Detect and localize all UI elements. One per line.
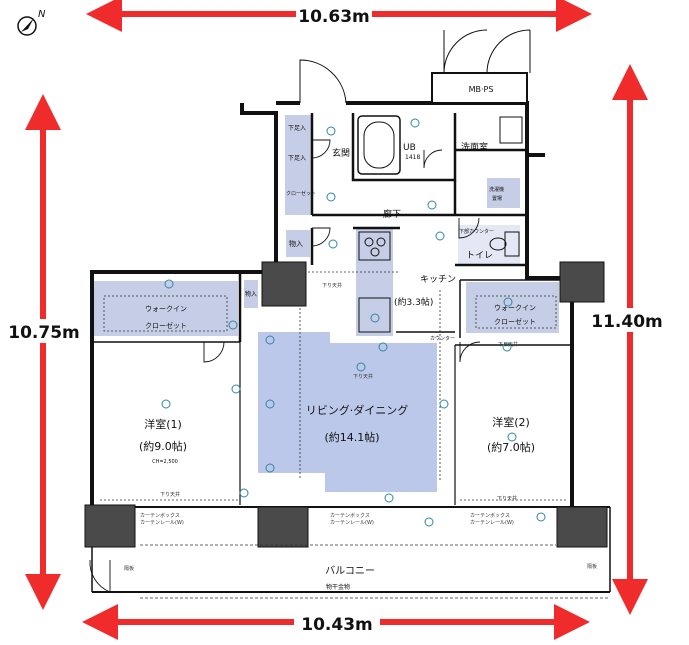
room-ub-size: 1418 [405, 154, 420, 161]
annotation-sagari1: 下り天井 [322, 282, 342, 289]
room-western1-ch: CH=2,500 [152, 459, 178, 465]
room-ub: UB [403, 143, 416, 153]
storage-wic1-a: ウォークイン [145, 305, 187, 313]
mb-ps-box: MB·PS [431, 29, 531, 104]
room-senmenshitsu: 洗面室 [461, 141, 488, 153]
column-4 [257, 506, 309, 548]
room-balcony-sub: 物干金物 [326, 583, 350, 591]
annotation-curtain3a: カーテンボックス [470, 512, 510, 519]
column-3 [84, 504, 136, 548]
storage-mono1: 物入 [289, 239, 303, 248]
storage-closet: クローゼット [286, 190, 316, 197]
room-kitchen: キッチン [420, 274, 456, 285]
room-genkan: 玄関 [332, 147, 350, 159]
storage-wic2-a: ウォークイン [494, 304, 536, 312]
room-western1-size: (約9.0帖) [139, 439, 187, 453]
room-balcony: バルコニー [325, 565, 375, 577]
storage-shoe2: 下足入 [288, 155, 306, 162]
doors [89, 139, 481, 593]
dimension-right-label: 11.40m [591, 312, 663, 332]
storage-mono2: 物入 [245, 290, 257, 298]
living-dining-fill [258, 332, 437, 492]
dimension-top: 10.63m [86, 0, 592, 32]
washbasin [499, 116, 523, 144]
room-western2: 洋室(2) [492, 415, 530, 429]
ceiling-drop-lines [100, 271, 566, 501]
walls [90, 101, 611, 593]
storage-shoe1: 下足入 [288, 125, 306, 132]
kitchen-counter-fill [356, 228, 393, 336]
annotation-hantei2: 隔板 [587, 563, 597, 570]
dimension-top-label: 10.63m [298, 7, 370, 27]
room-toilet: トイレ [466, 251, 493, 261]
balcony-rail [140, 544, 610, 599]
column-2 [559, 261, 605, 303]
compass-icon: N [17, 9, 46, 36]
toilet-fixture [489, 231, 520, 257]
bathtub [357, 115, 401, 175]
entrance-door [299, 59, 347, 104]
dimension-bottom: 10.43m [82, 604, 590, 640]
storage-counter: カウンター [430, 335, 455, 342]
dimension-left-label: 10.75m [8, 323, 80, 343]
shoe-storage-fill [285, 115, 311, 215]
annotation-sagari3: 下り天井 [160, 491, 180, 498]
annotation-curtain2a: カーテンボックス [330, 512, 370, 519]
column-5 [556, 506, 608, 548]
annotation-sagari4: 下り天井 [498, 341, 518, 348]
mono2-fill [244, 280, 258, 308]
annotation-hantei1: 隔板 [124, 565, 134, 572]
room-western1: 洋室(1) [144, 417, 182, 431]
storage-wic2-b: クローゼット [494, 317, 536, 326]
annotation-sagari5: 下り天井 [497, 495, 517, 502]
light-fixtures [161, 118, 546, 527]
storage-laundry-b: 置場 [492, 195, 502, 202]
mono1-fill [286, 230, 310, 257]
interior-walls [92, 113, 572, 505]
wic1-fill [94, 281, 238, 336]
annotation-curtain3b: カーテンレール(W) [470, 520, 514, 526]
dimension-left: 10.75m [3, 94, 85, 610]
mb-ps-label: MB·PS [469, 85, 494, 94]
compass-north-label: N [38, 9, 46, 20]
storage-laundry-a: 洗濯機 [489, 186, 504, 193]
columns [84, 261, 608, 548]
laundry-fill [487, 178, 520, 208]
dimension-right: 11.40m [584, 64, 670, 615]
column-1 [261, 261, 307, 307]
annotation-curtain1a: カーテンボックス [140, 512, 180, 519]
room-roka: 廊下 [383, 208, 401, 220]
room-kitchen-size: (約3.3帖) [394, 296, 433, 308]
room-western2-size: (約7.0帖) [487, 440, 535, 454]
room-living: リビング·ダイニング [306, 403, 409, 417]
annotation-sagari2: 下り天井 [353, 373, 373, 380]
storage-counter-under: 下部カウンター [459, 228, 494, 235]
annotation-curtain1b: カーテンレール(W) [140, 520, 184, 526]
dimension-bottom-label: 10.43m [301, 615, 373, 635]
kitchen-fixtures [358, 231, 391, 333]
wic2-fill [466, 282, 559, 333]
storage-wic1-b: クローゼット [145, 321, 187, 330]
annotation-curtain2b: カーテンレール(W) [330, 520, 374, 526]
room-living-size: (約14.1帖) [324, 430, 379, 444]
